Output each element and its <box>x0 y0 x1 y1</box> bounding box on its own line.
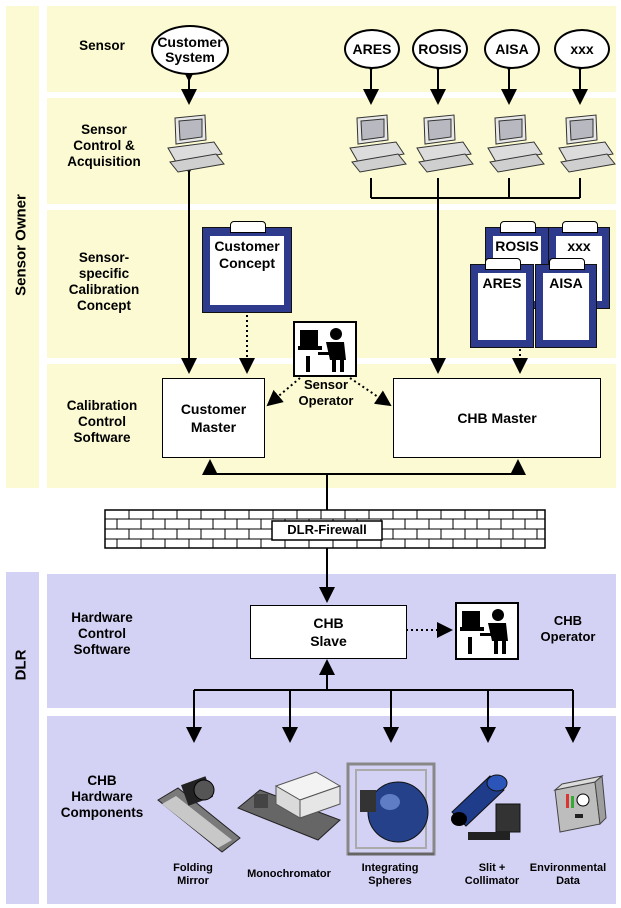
clip-tab <box>549 258 585 270</box>
chb-operator-icon <box>455 602 519 660</box>
dlr-sidebar <box>6 572 39 904</box>
sensor-operator-label: Sensor Operator <box>298 377 354 408</box>
sensor-operator-icon <box>293 321 357 377</box>
sensor-aisa: AISA <box>484 29 540 69</box>
clip-paper <box>210 236 284 305</box>
row-label-concept: Sensor- specific Calibration Concept <box>68 250 140 313</box>
hwcomp-band <box>47 716 616 904</box>
component-environmental-data: Environmental Data <box>529 862 607 887</box>
row-label-calsoft: Calibration Control Software <box>66 398 138 445</box>
chb-slave-box: CHB Slave <box>250 605 407 659</box>
component-monochromator: Monochromator <box>247 868 331 880</box>
computer-icon <box>487 114 545 173</box>
sensor-rosis: ROSIS <box>412 29 468 69</box>
clip-tab <box>500 221 536 233</box>
sensor-customer-system: Customer System <box>151 25 229 75</box>
component-folding-mirror: Folding Mirror <box>173 862 213 887</box>
monochromator-image <box>237 771 342 841</box>
xxx-concept-label: xxx <box>567 238 591 254</box>
aisa-clipboard: AISA <box>535 258 597 348</box>
sensor-ares: ARES <box>344 29 400 69</box>
clip-paper <box>478 273 526 340</box>
aisa-concept-label: AISA <box>549 275 583 291</box>
chb-operator-label: CHB Operator <box>540 613 596 644</box>
computer-icon <box>416 114 474 173</box>
folding-mirror-image <box>157 776 241 853</box>
rosis-concept-label: ROSIS <box>495 238 539 254</box>
slit-collimator-image <box>451 774 521 840</box>
row-label-hwsoft: Hardware Control Software <box>71 610 133 657</box>
firewall-label: DLR-Firewall <box>287 522 367 537</box>
customer-concept-clipboard: Customer Concept <box>202 221 292 313</box>
component-slit-collimator: Slit + Collimator <box>464 862 520 887</box>
computer-icon <box>349 114 407 173</box>
computer-icon <box>558 114 616 173</box>
chb-master-box: CHB Master <box>393 378 601 458</box>
component-integrating-spheres: Integrating Spheres <box>361 862 419 887</box>
computer-icon <box>167 114 225 173</box>
ares-clipboard: ARES <box>470 258 534 348</box>
row-label-sensor: Sensor <box>79 38 125 53</box>
clip-tab <box>485 258 521 270</box>
row-label-control: Sensor Control & Acquisition <box>67 122 141 169</box>
customer-master-box: Customer Master <box>162 378 265 458</box>
environmental-data-image <box>553 774 607 833</box>
ares-concept-label: ARES <box>482 275 522 291</box>
clip-tab <box>562 221 598 233</box>
sensor-owner-sidebar <box>6 6 39 488</box>
sensor-xxx: xxx <box>554 29 610 69</box>
clip-paper <box>543 273 589 340</box>
clip-tab <box>230 221 266 233</box>
customer-concept-label: Customer Concept <box>214 238 280 271</box>
row-label-hwcomp: CHB Hardware Components <box>60 773 144 820</box>
integrating-spheres-image <box>346 762 436 856</box>
